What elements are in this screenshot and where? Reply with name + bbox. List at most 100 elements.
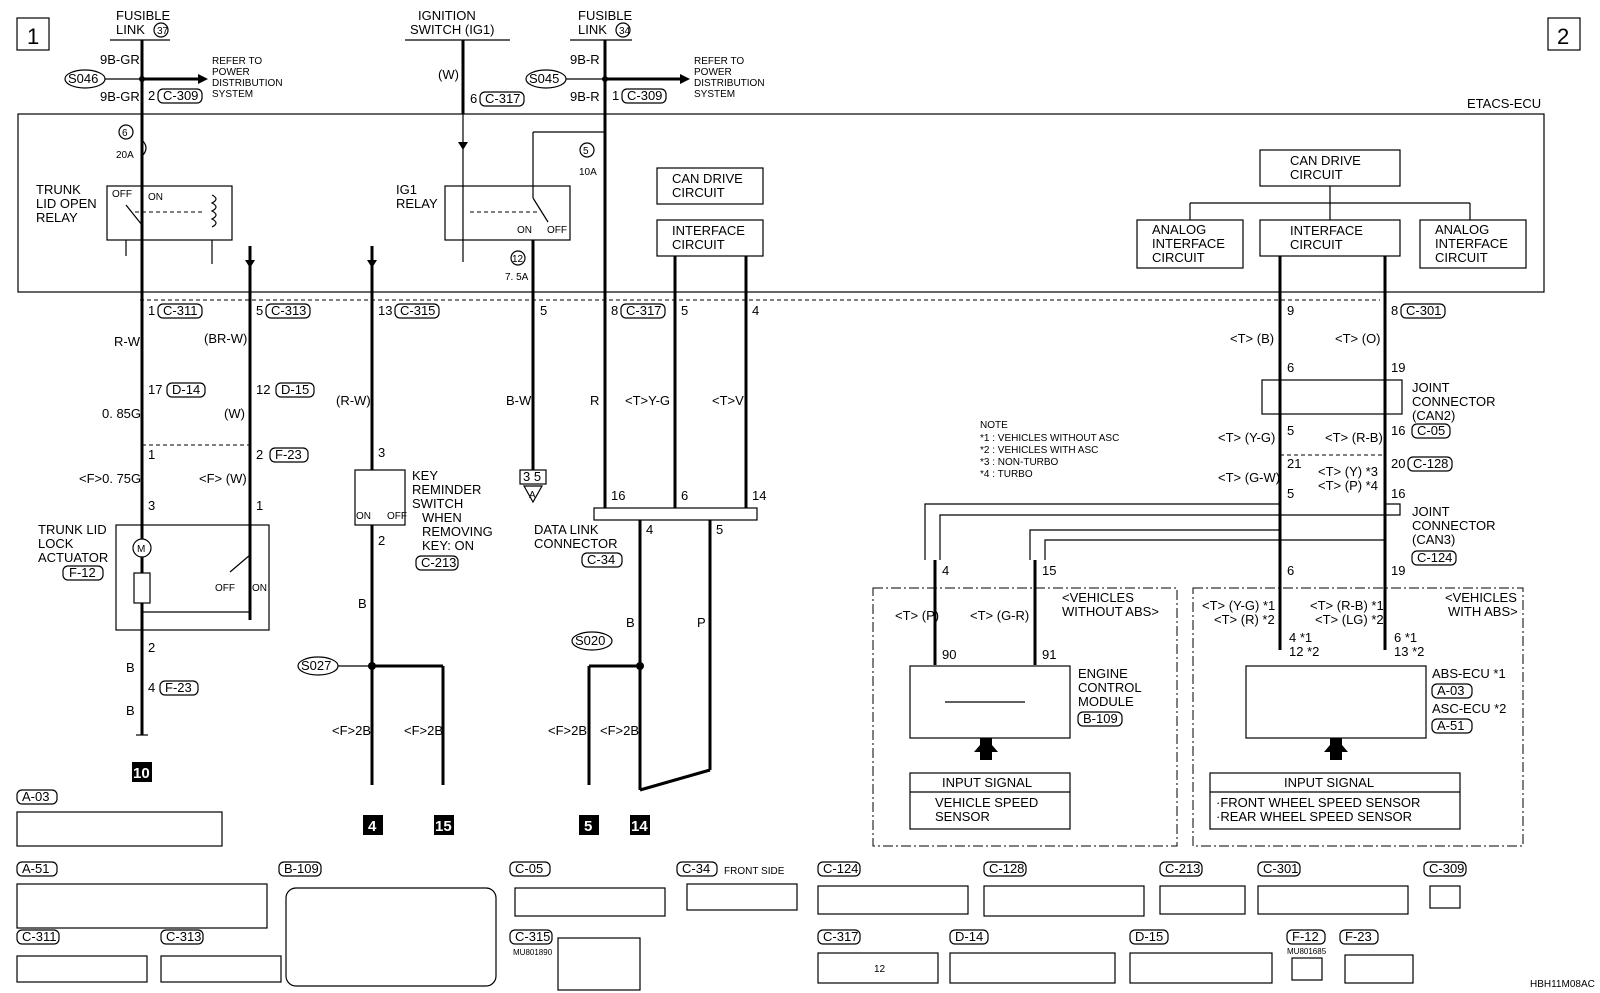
wire-trb: <T> (R-B) xyxy=(1325,430,1383,445)
trunk-relay-on: ON xyxy=(148,192,163,203)
pin-6-abs: 6 xyxy=(1287,563,1294,578)
pin-13-c315: 13 xyxy=(378,303,392,318)
fuse5-amp: 10A xyxy=(579,167,597,178)
conn-c311-label-tag xyxy=(16,929,60,945)
connector-b109: B-109 xyxy=(278,861,497,987)
diode-ig1 xyxy=(458,142,468,150)
key-switch-off: OFF xyxy=(387,511,407,522)
conn-a03-label-tag xyxy=(16,789,58,805)
conn-c317-a: C-317 xyxy=(485,91,520,106)
motor-icon xyxy=(132,538,152,558)
arrow-ecm-head xyxy=(974,738,998,752)
dlc-l2: CONNECTOR xyxy=(534,536,618,551)
connector-d15: D-15 xyxy=(1129,929,1273,984)
conn-c315-label-tag xyxy=(509,929,553,945)
wire-rw: R-W xyxy=(114,334,141,349)
conn-d15-label-tag xyxy=(1129,929,1169,945)
pin-5-dlc: 5 xyxy=(716,522,723,537)
key-switch-l4: WHEN xyxy=(422,510,462,525)
pin-14-dlc: 14 xyxy=(752,488,766,503)
trunk-actuator-l2: LOCK xyxy=(38,536,74,551)
conn-c313: C-313 xyxy=(271,303,306,318)
fl34-line1: FUSIBLE xyxy=(578,8,633,23)
abs-l1: ABS-ECU *1 xyxy=(1432,666,1506,681)
pin-9: 9 xyxy=(1287,303,1294,318)
refer-arrowhead-left xyxy=(198,74,208,84)
refer-left-3: DISTRIBUTION xyxy=(212,78,283,89)
gnd15-label: 15 xyxy=(435,818,452,835)
pin-2-actuator: 2 xyxy=(148,640,155,655)
conn-c311-face xyxy=(16,955,148,983)
diode-c313 xyxy=(245,260,255,268)
wire-9br-top: 9B-R xyxy=(570,52,600,67)
fl34-circle xyxy=(615,22,631,38)
conn-c311-label: C-311 xyxy=(22,929,56,944)
pin-16-c05: 16 xyxy=(1391,423,1405,438)
interface-left-2: CIRCUIT xyxy=(672,237,725,252)
diode-c315 xyxy=(367,260,377,268)
trunk-relay-l1: TRUNK xyxy=(36,182,81,197)
pin-12-d15: 12 xyxy=(256,382,270,397)
connector-c34: C-34 FRONT SIDE xyxy=(676,861,798,911)
note-4: *4 : TURBO xyxy=(980,469,1033,480)
connector-c311: C-311 xyxy=(16,929,148,983)
note-1: *1 : VEHICLES WITHOUT ASC xyxy=(980,433,1119,444)
conn-c313-label: C-313 xyxy=(166,929,201,944)
conn-c311-tag xyxy=(157,303,203,319)
dlc-box xyxy=(593,507,758,521)
conn-a51: A-51 xyxy=(1437,718,1464,733)
connector-c128: C-128 xyxy=(983,861,1145,917)
wire-f075g: <F>0. 75G xyxy=(79,471,141,486)
can-drive-right-2: CIRCUIT xyxy=(1290,167,1343,182)
pin-5-can: 5 xyxy=(681,303,688,318)
can-drive-left-1: CAN DRIVE xyxy=(672,171,743,186)
gnd10-label: 10 xyxy=(133,765,150,782)
conn-c315-face xyxy=(557,937,641,991)
conn-c124-tag xyxy=(1411,550,1457,566)
note-3: *3 : NON-TURBO xyxy=(980,457,1059,468)
key-switch-l6: KEY: ON xyxy=(422,538,474,553)
pin-5-can2: 5 xyxy=(1287,423,1294,438)
pin-6s: 6 *1 xyxy=(1394,630,1417,645)
conn-c301-tag xyxy=(1400,303,1446,319)
wire-f2b-5: <F>2B xyxy=(548,723,587,738)
pin-12s: 12 *2 xyxy=(1289,644,1319,659)
pin-5-c313: 5 xyxy=(256,303,263,318)
input-left-box xyxy=(909,772,1071,830)
conn-c309-b: C-309 xyxy=(627,88,662,103)
interface-right-1: INTERFACE xyxy=(1290,223,1363,238)
connector-d14: D-14 xyxy=(949,929,1116,984)
conn-d15-face xyxy=(1129,952,1273,984)
key-switch-l2: REMINDER xyxy=(412,482,481,497)
pin-19-can2: 19 xyxy=(1391,360,1405,375)
diagram-code: HBH11M08AC xyxy=(1530,979,1595,990)
ecm-l3: MODULE xyxy=(1078,694,1134,709)
trunk-actuator-l3: ACTUATOR xyxy=(38,550,108,565)
with-abs-l1: <VEHICLES xyxy=(1445,590,1517,605)
fuse5-num: 5 xyxy=(583,146,589,157)
abs-l2: ASC-ECU *2 xyxy=(1432,701,1506,716)
conn-d14-label: D-14 xyxy=(955,929,983,944)
pin-6-can2: 6 xyxy=(1287,360,1294,375)
conn-c34-label: C-34 xyxy=(682,861,710,876)
wire-tgw: <T> (G-W) xyxy=(1218,470,1280,485)
pin-2-f23: 2 xyxy=(256,447,263,462)
connector-f12: F-12 MU801685 xyxy=(1286,929,1327,981)
wire-ty3: <T> (Y) *3 xyxy=(1318,464,1378,479)
input-right-box xyxy=(1209,772,1461,830)
wire-b-dlc: B xyxy=(626,615,635,630)
pin-3-key: 3 xyxy=(378,445,385,460)
fuse6-symbol xyxy=(141,139,147,157)
pin-8-c317: 8 xyxy=(611,303,618,318)
ig1-relay-l2: RELAY xyxy=(396,196,438,211)
joint-can2-box xyxy=(1261,379,1403,415)
wire-tr2: <T> (R) *2 xyxy=(1214,612,1275,627)
conn-c128: C-128 xyxy=(1413,456,1448,471)
conn-b109-label-tag xyxy=(278,861,322,877)
connector-c05: C-05 xyxy=(509,861,666,917)
interface-right-2: CIRCUIT xyxy=(1290,237,1343,252)
input-left-l1: VEHICLE SPEED xyxy=(935,795,1038,810)
conn-c128-label: C-128 xyxy=(989,861,1024,876)
pin-8-c301: 8 xyxy=(1391,303,1398,318)
can3-branch-h1 xyxy=(924,503,1280,560)
